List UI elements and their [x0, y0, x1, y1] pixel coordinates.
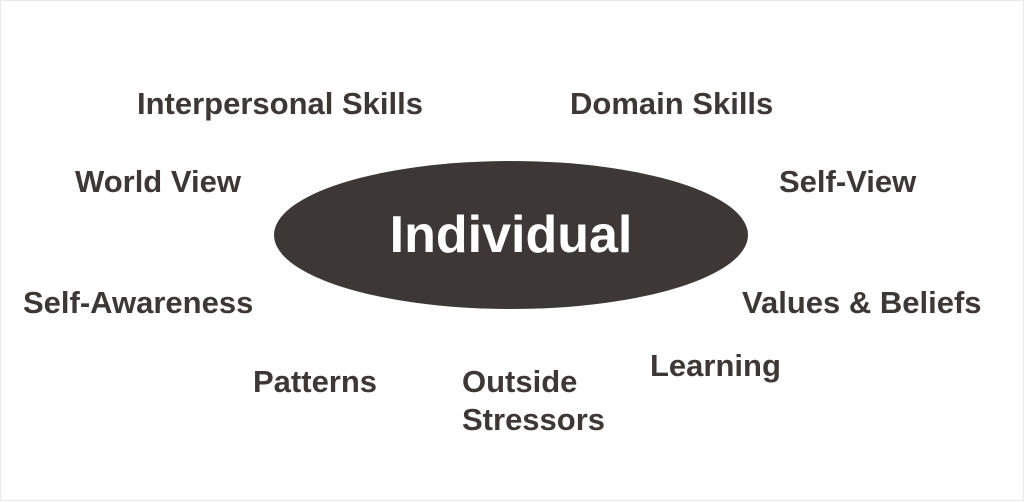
label-outside: Outside — [462, 364, 578, 399]
label-values-beliefs: Values & Beliefs — [742, 285, 982, 320]
label-learning: Learning — [650, 348, 781, 383]
center-ellipse: Individual — [274, 161, 748, 309]
label-world-view: World View — [75, 164, 241, 199]
center-label: Individual — [389, 206, 633, 264]
label-self-view: Self-View — [779, 164, 917, 199]
label-patterns: Patterns — [253, 364, 378, 399]
label-interpersonal-skills: Interpersonal Skills — [137, 86, 423, 121]
label-domain-skills: Domain Skills — [570, 86, 774, 121]
label-self-awareness: Self-Awareness — [23, 285, 254, 320]
label-stressors: Stressors — [462, 402, 606, 437]
